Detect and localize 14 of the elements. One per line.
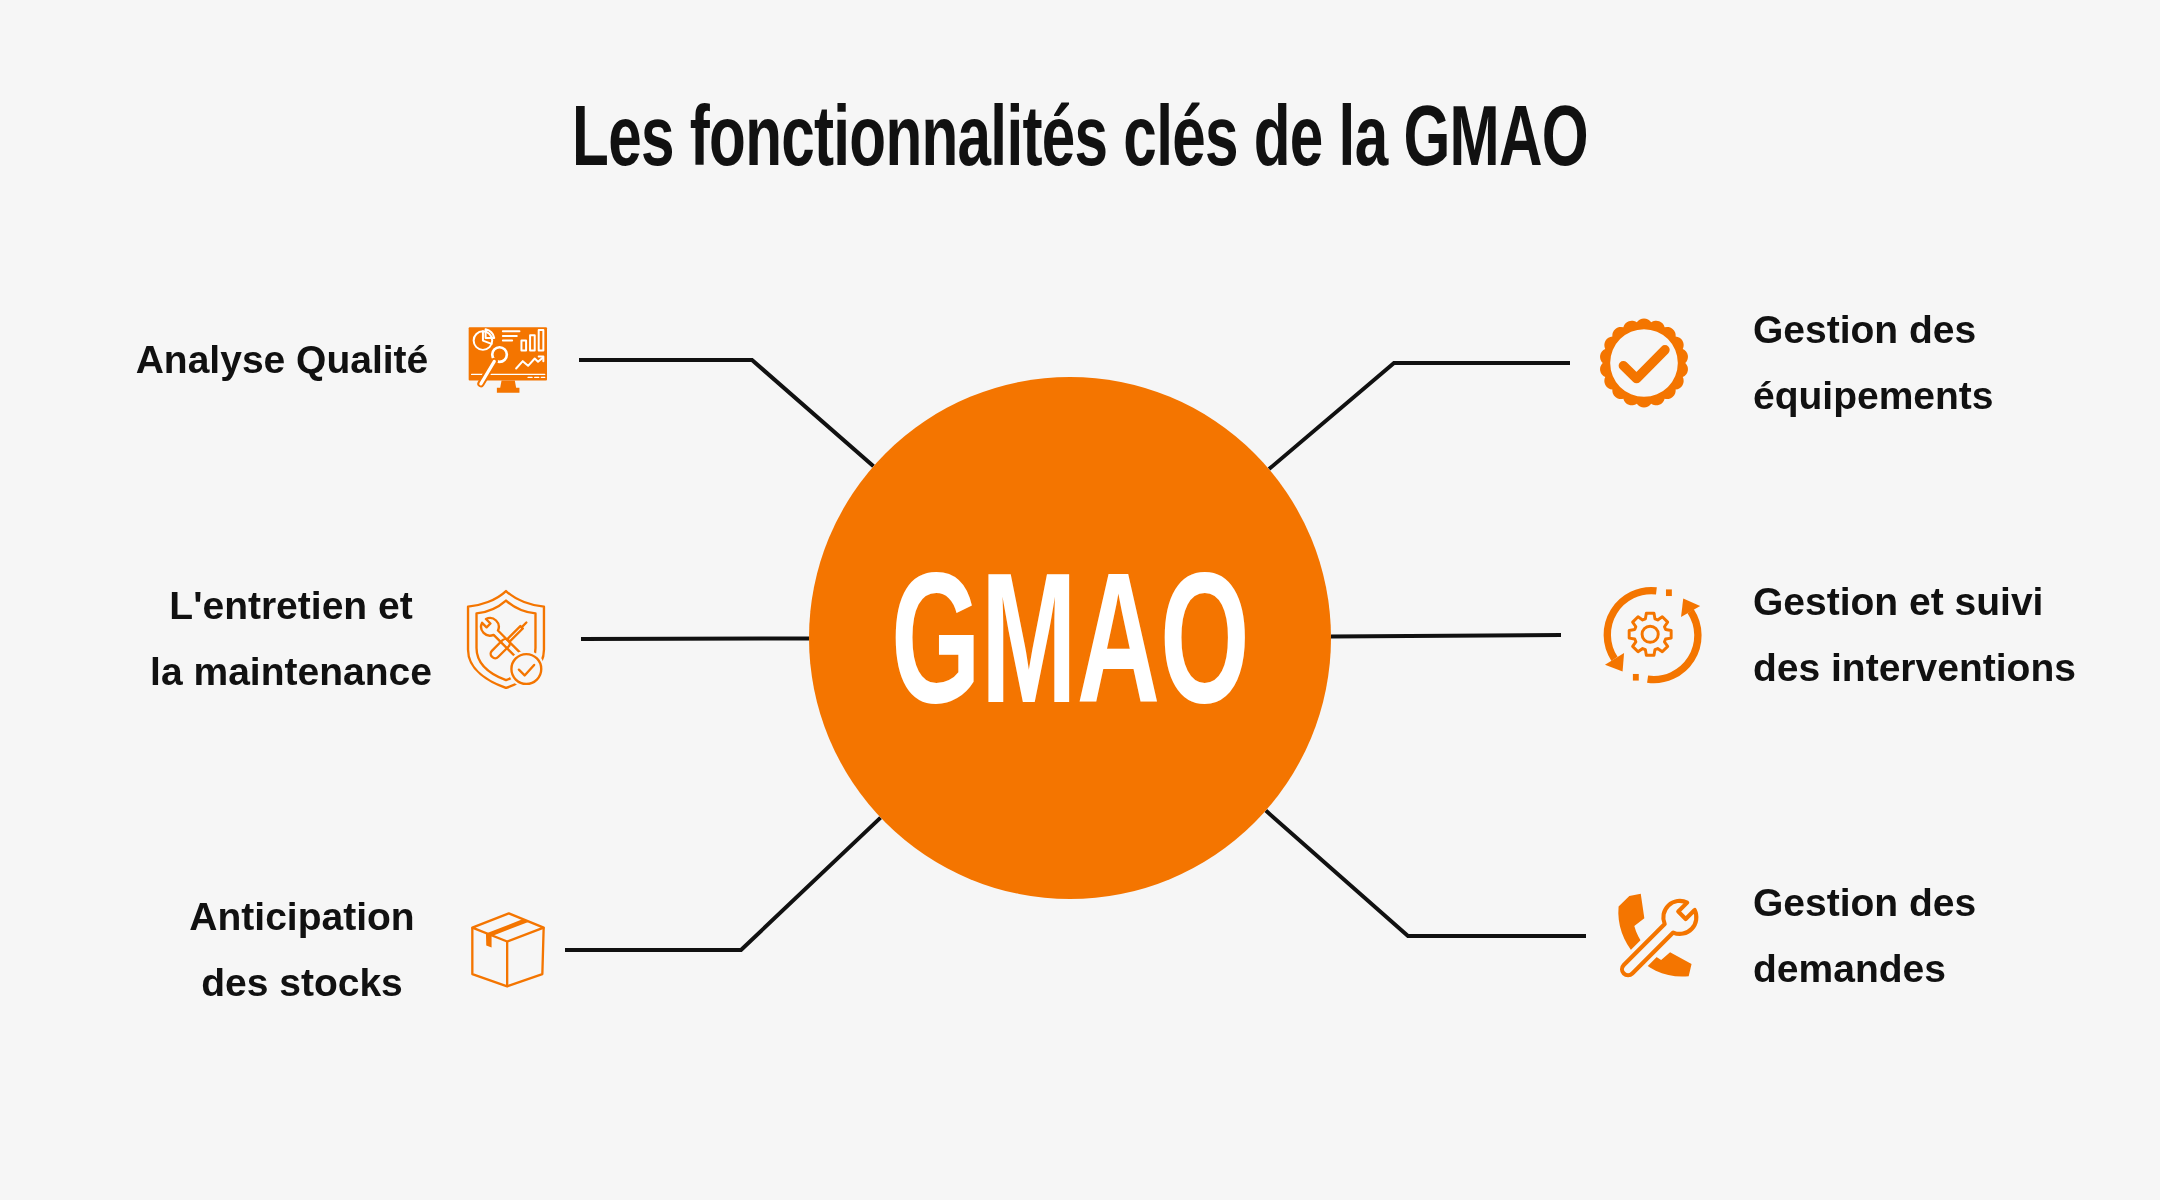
topic-label: Analyse Qualité [134, 337, 430, 383]
topic-label: Gestion et suivi des interventions [1753, 579, 2077, 691]
connector-line [1267, 361, 1570, 471]
connector-line [579, 358, 875, 468]
topic-label: Gestion des demandes [1753, 880, 1978, 992]
title: Les fonctionnalités clés de la GMAO [572, 92, 1588, 178]
connector-line [1331, 633, 1561, 639]
topic-label: Gestion des équipements [1753, 307, 1995, 419]
connector-line [565, 816, 882, 952]
connector-line [581, 636, 809, 641]
connector-line [1264, 809, 1586, 938]
hub-label: GMAO [890, 545, 1250, 731]
topic-label: L'entretien et la maintenance [149, 583, 433, 695]
topic-label: Anticipation des stocks [188, 894, 416, 1006]
